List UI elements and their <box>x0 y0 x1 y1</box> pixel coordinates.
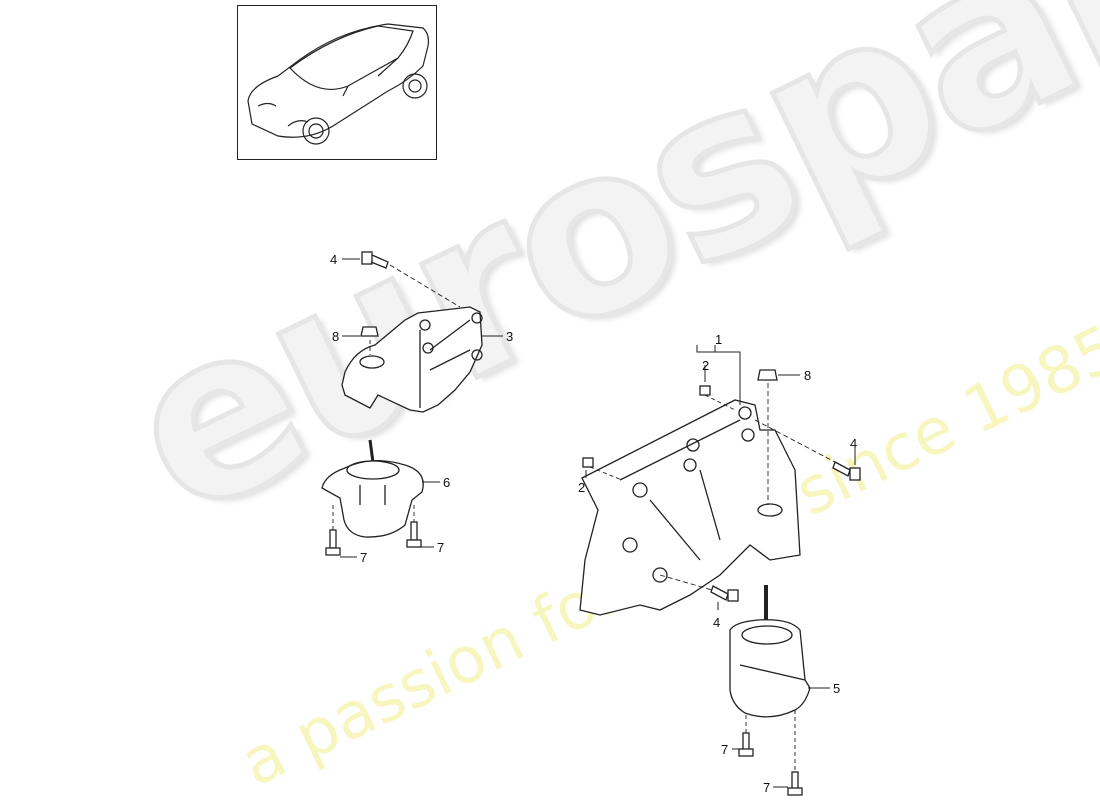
engine-mount-6 <box>321 439 424 538</box>
engine-mount-5 <box>729 585 811 718</box>
bracket-3 <box>341 306 483 413</box>
callout-7: 7 <box>360 550 368 565</box>
callout-4: 4 <box>713 615 721 630</box>
callout-7: 7 <box>721 742 729 757</box>
car-thumbnail <box>237 5 437 160</box>
callout-2: 2 <box>702 358 710 373</box>
callout-7: 7 <box>437 540 445 555</box>
bolt-7a <box>325 529 341 556</box>
callout-1: 1 <box>715 332 723 347</box>
bolt-4b <box>832 461 861 481</box>
callout-4: 4 <box>850 436 858 451</box>
callout-3: 3 <box>506 329 514 344</box>
bracket-1 <box>579 399 801 616</box>
callout-7: 7 <box>763 780 771 795</box>
callout-8: 8 <box>332 329 340 344</box>
callout-4: 4 <box>330 252 338 267</box>
nut-8a <box>360 326 379 337</box>
nut-8b <box>757 369 778 381</box>
callout-8: 8 <box>804 368 812 383</box>
bolt-4a <box>361 251 389 269</box>
bolt-7b <box>406 521 422 548</box>
car-outline-icon <box>247 23 430 145</box>
callout-6: 6 <box>443 475 451 490</box>
bolt-4c <box>710 585 739 602</box>
bolt-7c <box>738 732 754 757</box>
callout-2: 2 <box>578 480 586 495</box>
bolt-7d <box>787 771 803 796</box>
callout-5: 5 <box>833 681 841 696</box>
dowel-2b <box>582 457 594 468</box>
dowel-2a <box>699 385 711 396</box>
